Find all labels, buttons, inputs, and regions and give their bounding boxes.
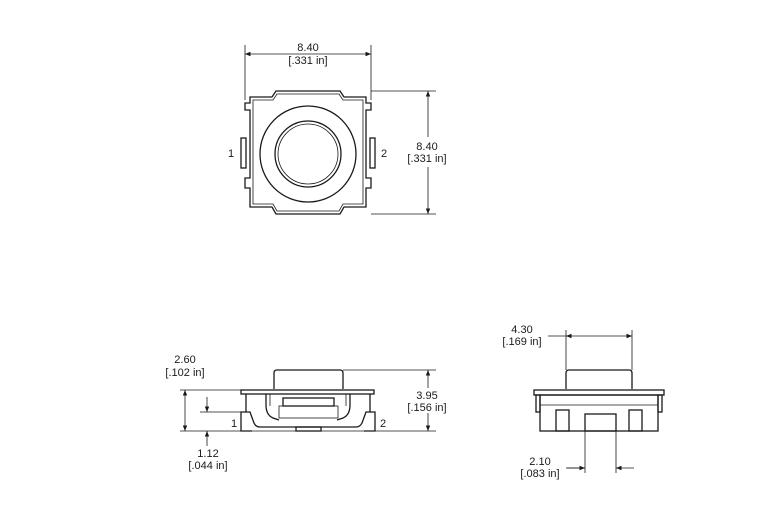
terminal-right <box>369 137 376 169</box>
side-base-mm: 1.12 <box>197 448 218 460</box>
top-height-mm: 8.40 <box>416 141 437 153</box>
side-total-mm: 3.95 <box>416 390 437 402</box>
top-width-mm: 8.40 <box>297 42 318 54</box>
end-body <box>539 394 659 432</box>
side-actuator <box>273 369 344 389</box>
side-base-in: [.044 in] <box>188 460 227 472</box>
end-window-left <box>555 409 570 432</box>
side-pin-2: 2 <box>380 418 386 430</box>
end-center-slot <box>584 413 617 432</box>
button-outer-ring <box>259 105 357 203</box>
side-pin-1: 1 <box>231 418 237 430</box>
top-height-in: [.331 in] <box>407 153 446 165</box>
end-top-plate <box>533 389 665 396</box>
top-width-in: [.331 in] <box>288 55 327 67</box>
side-arm-left <box>265 394 280 421</box>
end-leg-left <box>535 394 541 413</box>
side-total-in: [.156 in] <box>407 402 446 414</box>
end-slot-mm: 2.10 <box>529 456 550 468</box>
end-act-in: [.169 in] <box>502 336 541 348</box>
top-pin-2: 2 <box>381 148 387 160</box>
end-act-mm: 4.30 <box>511 324 532 336</box>
end-window-right <box>628 409 643 432</box>
side-arm-right <box>336 394 351 421</box>
side-h-in: [.102 in] <box>165 367 204 379</box>
end-actuator <box>565 369 633 389</box>
button-cap <box>274 120 342 188</box>
top-view-body <box>244 90 372 215</box>
end-view: 4.30 [.169 in] 2.10 [.083 in] <box>502 324 665 480</box>
side-foot <box>295 426 322 432</box>
end-leg-right <box>657 394 663 413</box>
side-stem-lower <box>278 405 339 419</box>
button-cap-inner <box>277 123 339 185</box>
side-body <box>245 394 371 428</box>
side-view: 1 2 2.60 [.102 in] 1.12 [.044 in] 3.95 [… <box>165 354 446 472</box>
side-h-mm: 2.60 <box>174 354 195 366</box>
side-top-plate <box>240 389 375 395</box>
top-view-inner-frame <box>252 93 364 212</box>
side-stem <box>282 397 335 407</box>
top-view: 1 2 8.40 [.331 in] 8.40 [.331 in] <box>228 42 447 215</box>
end-slot-in: [.083 in] <box>520 468 559 480</box>
top-pin-1: 1 <box>228 148 234 160</box>
terminal-left <box>240 137 247 169</box>
